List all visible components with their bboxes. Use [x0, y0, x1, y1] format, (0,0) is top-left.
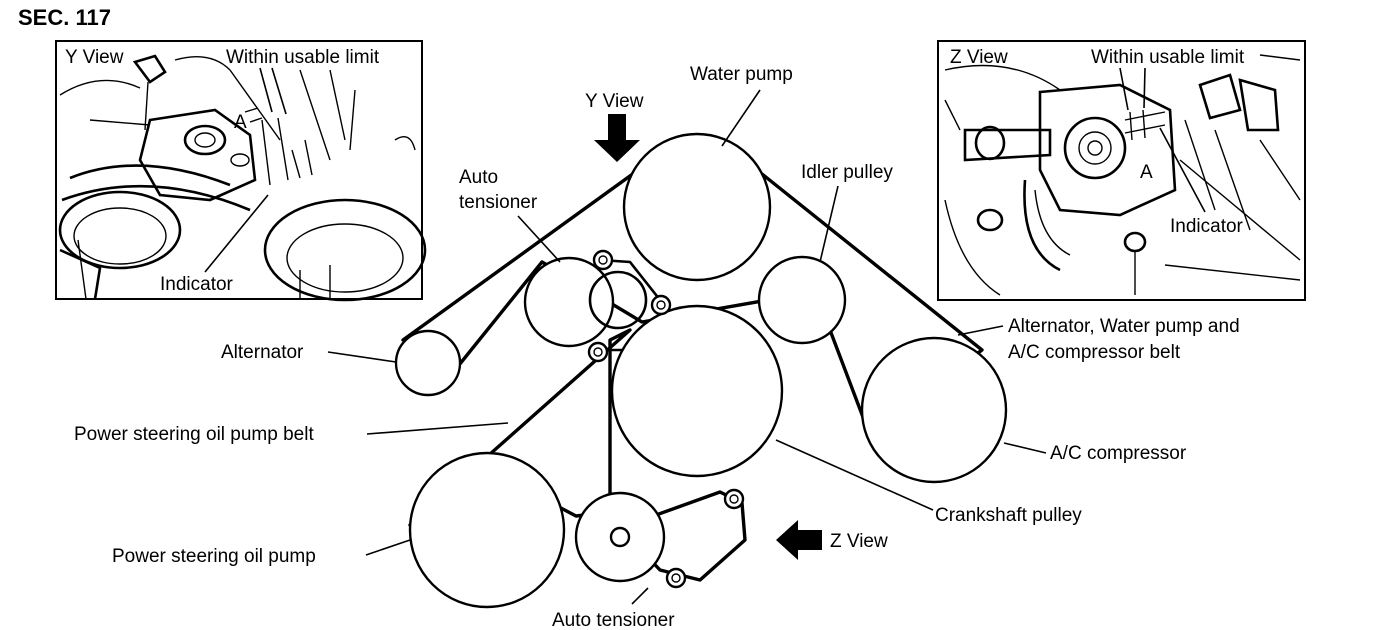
y-view-dim-label: A	[234, 112, 247, 133]
z-view-title: Z View	[950, 47, 1008, 68]
z-view-arrow: Z View	[776, 520, 888, 560]
ac-compressor-pulley	[860, 336, 1008, 484]
y-view-arrow: Y View	[585, 91, 644, 162]
z-view-limit-label: Within usable limit	[1091, 47, 1245, 68]
upper-tensioner-pulley	[523, 256, 615, 348]
y-view-illustration	[58, 54, 427, 302]
ps-belt-label: Power steering oil pump belt	[74, 424, 314, 445]
power-steering-pump-pulley	[408, 451, 566, 609]
y-view-limit-leader	[259, 67, 287, 115]
idler-pulley	[757, 255, 847, 345]
y-view-arrow-label: Y View	[585, 91, 644, 112]
z-view-limit-leader	[1119, 67, 1146, 111]
crankshaft-pulley-label: Crankshaft pulley	[935, 505, 1082, 526]
tensioner-bolts	[587, 249, 745, 589]
z-view-indicator-label: Indicator	[1170, 216, 1244, 237]
lower-tensioner-arm	[618, 490, 747, 582]
z-view-inset: Z View Within usable limit A Indicator	[937, 40, 1306, 301]
auto-tensioner-upper-label-2: tensioner	[459, 192, 538, 213]
water-pump-label: Water pump	[690, 64, 793, 85]
ac-compressor-label: A/C compressor	[1050, 443, 1187, 464]
section-number: SEC. 117	[18, 5, 111, 30]
alternator-label: Alternator	[221, 342, 304, 363]
z-view-illustration	[944, 54, 1301, 296]
y-view-title: Y View	[65, 47, 124, 68]
water-pump-pulley	[622, 132, 772, 282]
auto-tensioner-upper-label-1: Auto	[459, 167, 498, 188]
z-view-dim-label: A	[1140, 162, 1153, 183]
y-view-indicator-leader	[204, 194, 269, 273]
y-view-limit-label: Within usable limit	[226, 47, 380, 68]
auto-tensioner-lower-label: Auto tensioner	[552, 610, 675, 630]
main-belt-label-2: A/C compressor belt	[1008, 342, 1181, 363]
idler-pulley-label: Idler pulley	[801, 162, 893, 183]
alternator-pulley	[394, 329, 462, 397]
z-view-indicator-leader	[1159, 127, 1206, 213]
z-view-arrow-label: Z View	[830, 531, 888, 552]
main-belt-label-1: Alternator, Water pump and	[1008, 316, 1240, 337]
y-view-inset: Y View Within usable limit A Indicator	[55, 40, 427, 302]
y-view-indicator-label: Indicator	[160, 274, 234, 295]
ps-pump-label: Power steering oil pump	[112, 546, 316, 567]
crankshaft-pulley	[610, 304, 784, 478]
